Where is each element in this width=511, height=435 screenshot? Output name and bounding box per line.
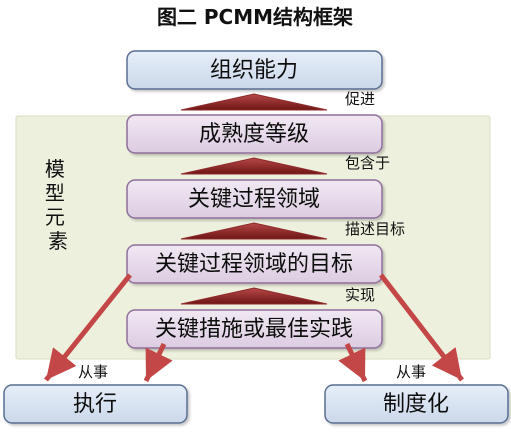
key-practice-box: 关键措施或最佳实践 [126, 309, 383, 349]
model-elements-label: 模 型 元 素 [45, 157, 71, 253]
institutionalize-box: 制度化 [324, 384, 509, 424]
contains-label: 包含于 [345, 154, 390, 172]
promote-label: 促进 [345, 90, 375, 108]
institutionalize-label: 制度化 [383, 392, 449, 417]
arrow-goal-to-execute [44, 273, 132, 382]
describes-goal-label: 描述目标 [345, 220, 405, 238]
key-process-area-box: 关键过程领域 [126, 179, 383, 219]
key-process-area-goal-label: 关键过程领域的目标 [155, 252, 353, 277]
engage-left-label: 从事 [78, 363, 108, 381]
contains-triangle [180, 157, 328, 175]
key-practice-label: 关键措施或最佳实践 [155, 317, 353, 342]
describes-goal-triangle [180, 222, 328, 240]
maturity-level-box: 成熟度等级 [126, 114, 383, 154]
organization-box: 组织能力 [126, 50, 383, 90]
engage-right-label: 从事 [396, 363, 426, 381]
promote-triangle [180, 93, 328, 111]
realize-label: 实现 [345, 286, 375, 304]
maturity-level-label: 成熟度等级 [199, 122, 309, 147]
realize-triangle [180, 287, 328, 305]
arrow-practice-to-execute [143, 342, 173, 383]
execute-box: 执行 [3, 384, 188, 424]
organization-label: 组织能力 [210, 58, 298, 83]
execute-label: 执行 [73, 392, 117, 417]
arrow-goal-to-institutionalize [379, 273, 464, 382]
key-process-area-label: 关键过程领域 [188, 187, 320, 212]
arrow-practice-to-institutionalize [338, 342, 368, 383]
key-process-area-goal-box: 关键过程领域的目标 [126, 244, 383, 284]
diagram-title: 图二 PCMM结构框架 [157, 5, 353, 29]
